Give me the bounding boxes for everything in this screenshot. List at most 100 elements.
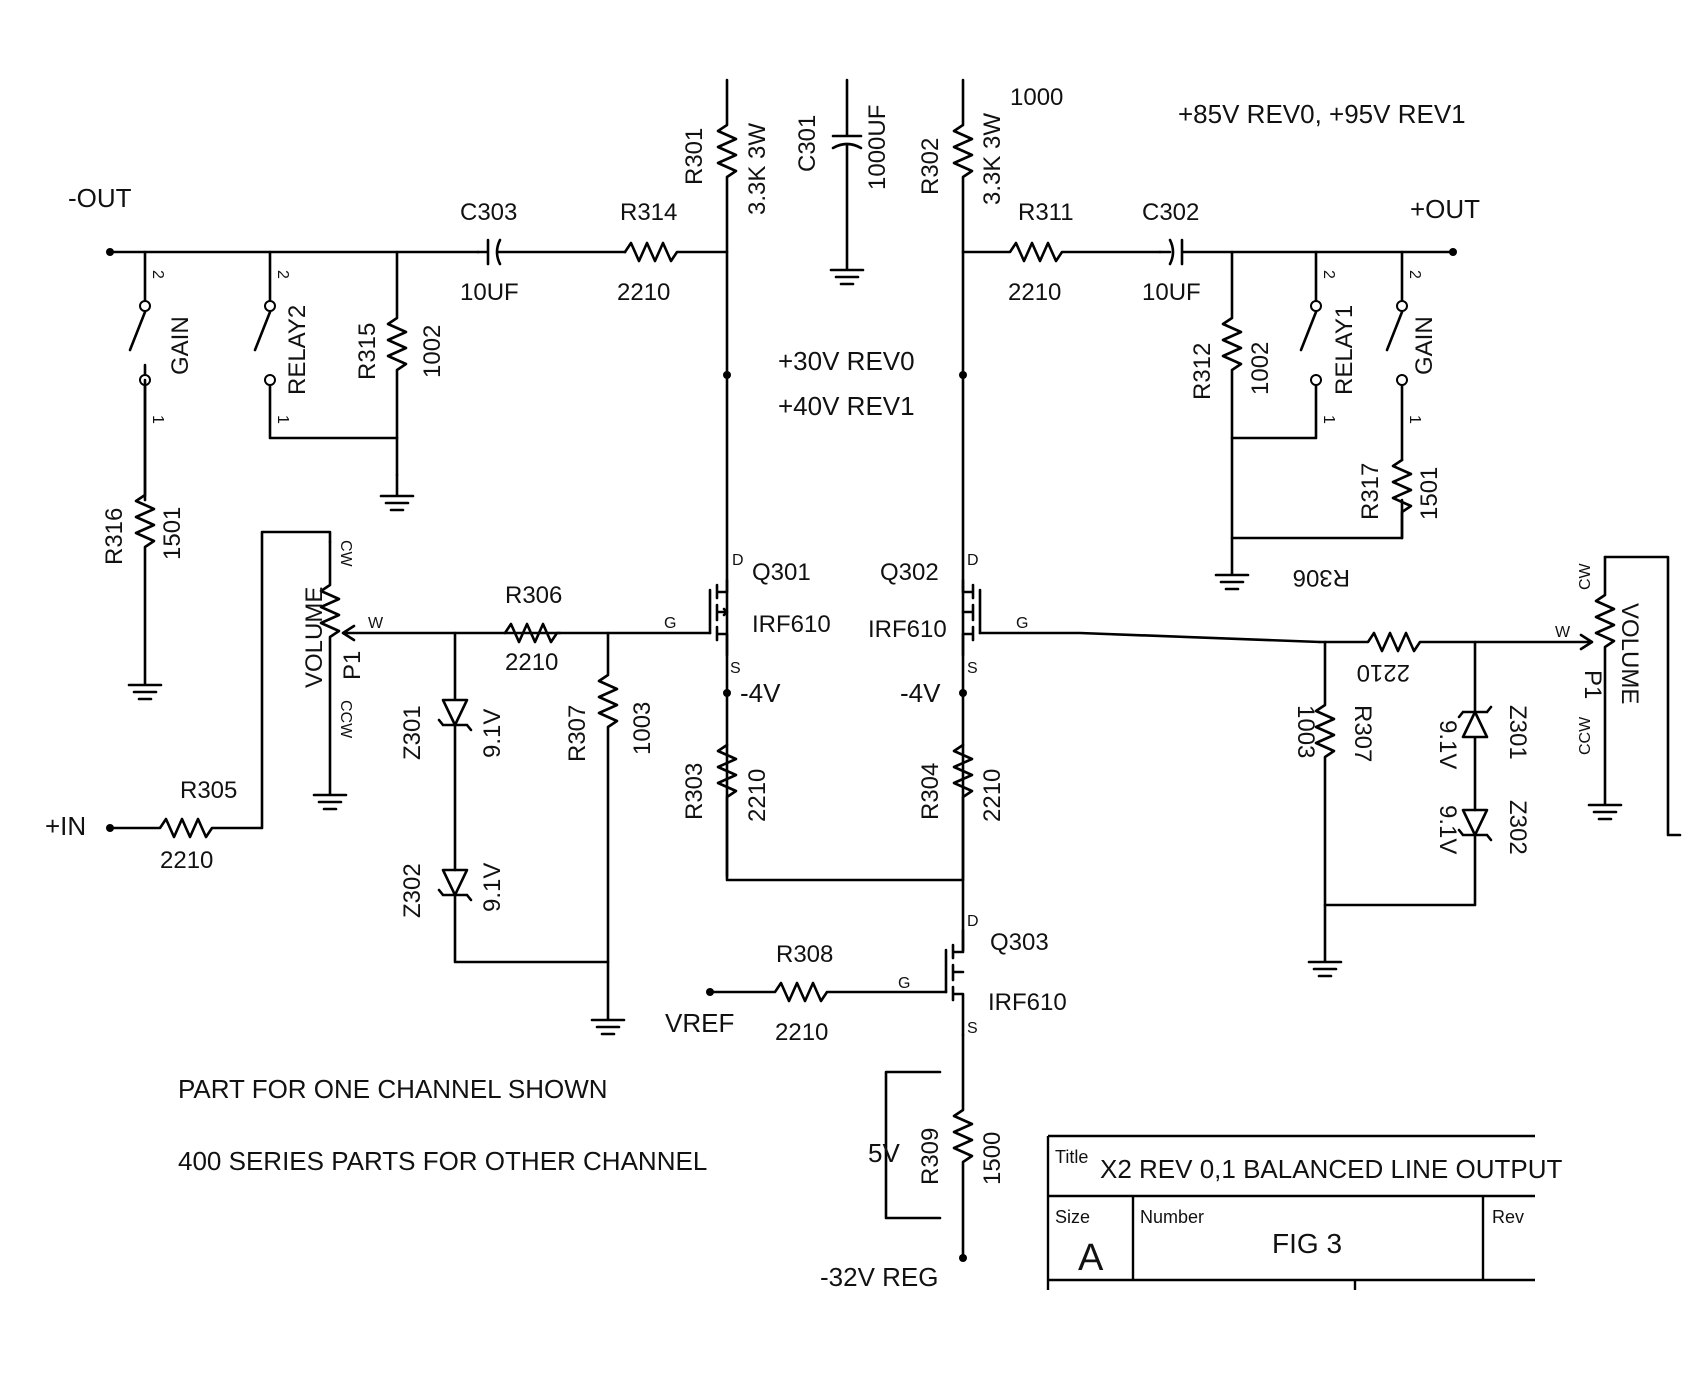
- r308-resistor: [706, 981, 948, 1003]
- neg4-right-label: -4V: [900, 678, 941, 708]
- z302-right-ref: Z302: [1504, 800, 1531, 855]
- out-neg-label: -OUT: [68, 183, 132, 213]
- r314-value: 2210: [617, 279, 670, 306]
- q303-pin-g: G: [898, 975, 910, 992]
- r307-left-ref: R307: [564, 705, 591, 762]
- r315-resistor: [386, 250, 408, 440]
- number-value: FIG 3: [1272, 1228, 1342, 1259]
- q301-pin-d: D: [732, 552, 744, 569]
- in-pos-label: +IN: [45, 811, 86, 841]
- q303-pin-s: S: [967, 1020, 978, 1037]
- r309-resistor: [884, 1033, 974, 1262]
- gain-left-pin-1: 1: [149, 415, 166, 424]
- r303-value: 2210: [744, 769, 771, 822]
- title-block: Title X2 REV 0,1 BALANCED LINE OUTPUT Si…: [1046, 1134, 1562, 1290]
- q302-pin-g: G: [1016, 615, 1028, 632]
- r312-ref: R312: [1189, 343, 1216, 400]
- relay1-pin-1: 1: [1320, 415, 1337, 424]
- lv-supply-rev1: +40V REV1: [778, 391, 915, 421]
- r304-ref: R304: [917, 763, 944, 820]
- p1-left-pin-cw: CW: [337, 540, 354, 568]
- z301-left-ref: Z301: [399, 705, 426, 760]
- gain-right-switch: [1385, 250, 1408, 462]
- z302-right-zener: [1323, 808, 1493, 907]
- r302-ref: R302: [917, 138, 944, 195]
- r315-value: 1002: [419, 325, 446, 378]
- r308-ref: R308: [776, 941, 833, 968]
- z301-right-zener: [1457, 640, 1493, 812]
- r306-right-value: 2210: [1357, 659, 1410, 686]
- out-neg-node: [106, 248, 114, 256]
- c302-ref: C302: [1142, 199, 1199, 226]
- r311-ref: R311: [1018, 199, 1074, 226]
- neg4-left-label: -4V: [740, 678, 781, 708]
- z301-right-ref: Z301: [1504, 705, 1531, 760]
- q301-mosfet: [708, 578, 729, 657]
- q303-part: IRF610: [988, 989, 1067, 1016]
- r316-ref: R316: [101, 508, 128, 565]
- r308-value: 2210: [775, 1019, 828, 1046]
- number-label: Number: [1140, 1207, 1204, 1227]
- q302-pin-s: S: [967, 660, 978, 677]
- hv-value: 1000: [1010, 84, 1063, 111]
- r304-resistor: [952, 743, 974, 952]
- out-pos-label: +OUT: [1410, 194, 1480, 224]
- p1-left-label: VOLUME: [301, 587, 328, 688]
- size-value: A: [1078, 1237, 1104, 1279]
- lv-supply-rev0: +30V REV0: [778, 346, 915, 376]
- size-label: Size: [1055, 1207, 1090, 1227]
- r306-left-resistor: [503, 622, 712, 644]
- p1-right-pin-cw: CW: [1577, 562, 1594, 590]
- five-v-label: 5V: [868, 1138, 900, 1168]
- q302-mosfet: [961, 578, 1322, 657]
- rev-label: Rev: [1492, 1207, 1524, 1227]
- title-label: Title: [1055, 1147, 1088, 1167]
- c303-value: 10UF: [460, 279, 519, 306]
- node-302: [959, 371, 967, 379]
- q302-pin-d: D: [967, 552, 979, 569]
- r307-left-resistor: [590, 631, 626, 1036]
- r306-left-value: 2210: [505, 649, 558, 676]
- r314-ref: R314: [620, 199, 677, 226]
- p1-left-pin-ccw: CCW: [337, 700, 354, 739]
- r305-resistor: [106, 530, 332, 839]
- r306-right-resistor: [1318, 631, 1594, 653]
- q301-ref: Q301: [752, 559, 811, 586]
- q303-mosfet: [944, 928, 965, 1037]
- node-304: [959, 689, 967, 697]
- q302-part: IRF610: [868, 616, 947, 643]
- q301-pin-s: S: [730, 660, 741, 677]
- c303-capacitor: [476, 238, 627, 266]
- r305-value: 2210: [160, 847, 213, 874]
- p1-left-pin-w: W: [368, 615, 384, 632]
- relay1-label: RELAY1: [1331, 305, 1358, 395]
- q301-part: IRF610: [752, 611, 831, 638]
- r309-value: 1500: [979, 1132, 1006, 1185]
- c301-ref: C301: [794, 115, 821, 172]
- r304-value: 2210: [979, 769, 1006, 822]
- relay1-pin-2: 2: [1320, 270, 1337, 279]
- z301-right-value: 9.1V: [1434, 720, 1461, 769]
- r306-left-ref: R306: [505, 582, 562, 609]
- r317-value: 1501: [1416, 467, 1443, 520]
- r314-resistor: [623, 241, 729, 263]
- r311-resistor: [961, 241, 1162, 263]
- gain-left-switch: [128, 250, 151, 502]
- c301-value: 1000UF: [864, 105, 891, 190]
- relay2-label: RELAY2: [284, 305, 311, 395]
- r301-ref: R301: [681, 128, 708, 185]
- c303-ref: C303: [460, 199, 517, 226]
- r307-left-value: 1003: [629, 702, 656, 755]
- r309-ref: R309: [917, 1128, 944, 1185]
- gain-right-pin-2: 2: [1406, 270, 1423, 279]
- c302-capacitor: [1158, 238, 1455, 266]
- gain-right-label: GAIN: [1411, 316, 1438, 375]
- r316-value: 1501: [159, 507, 186, 560]
- p1-left-ref: P1: [339, 651, 366, 680]
- r301-resistor: [716, 78, 738, 878]
- r311-value: 2210: [1008, 279, 1061, 306]
- r302-value: 3.3K 3W: [979, 113, 1006, 205]
- z302-left-zener: [437, 868, 610, 964]
- r306-right-ref: R306: [1293, 564, 1350, 591]
- r307-right-value: 1003: [1292, 705, 1319, 758]
